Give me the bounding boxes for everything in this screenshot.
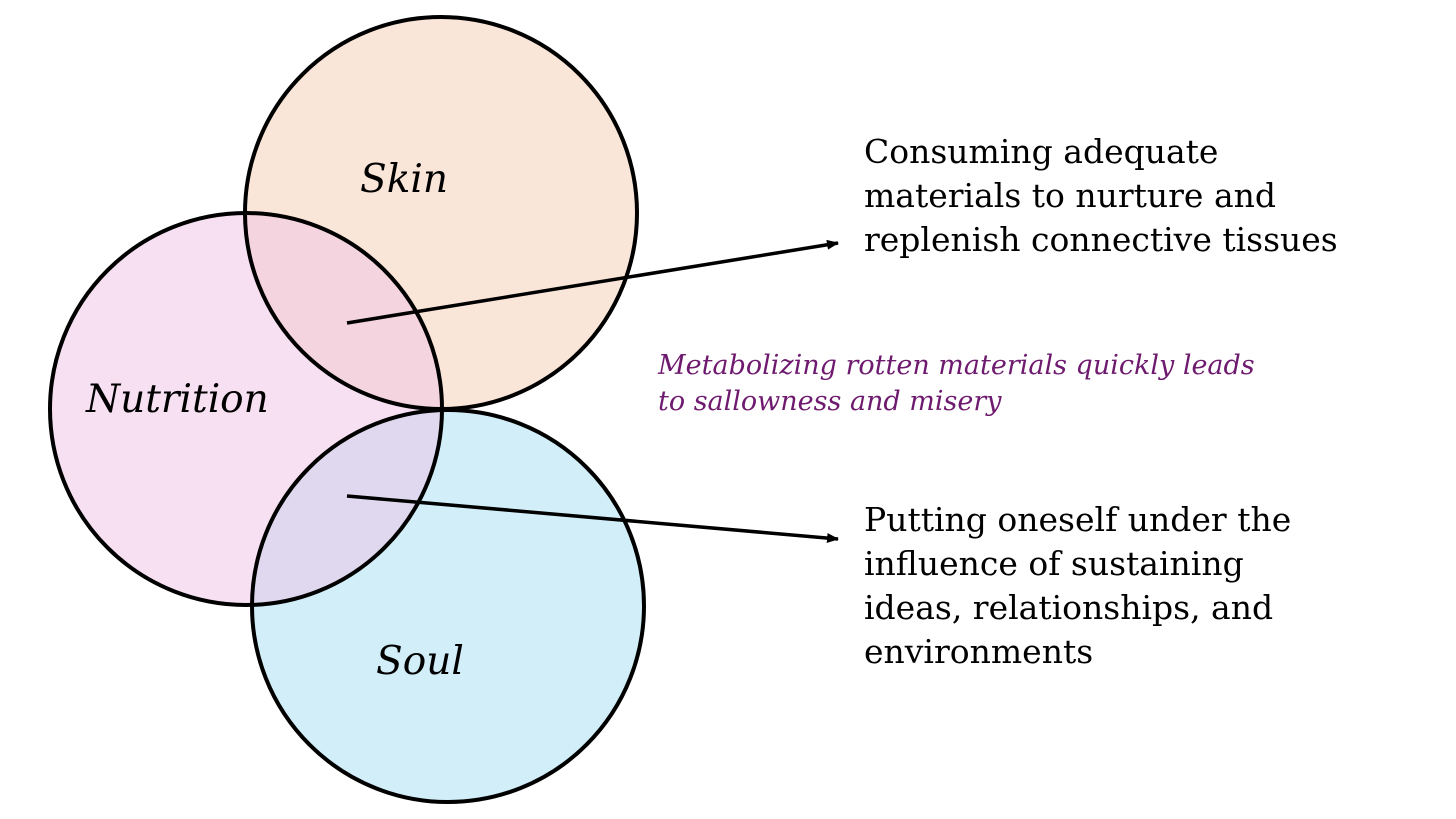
soul-label: Soul [376,639,464,684]
annotation-line: materials to nurture and [864,176,1277,215]
skin-label: Skin [360,157,448,202]
annotation-line: Metabolizing rotten materials quickly le… [658,350,1255,381]
annotation-line: Consuming adequate [864,132,1219,171]
center-annotation: Metabolizing rotten materials quickly le… [658,348,1255,420]
nutrition-soul-annotation: Putting oneself under the influence of s… [864,498,1291,674]
nutrition-circle [50,213,442,605]
nutrition-label: Nutrition [85,377,269,422]
skin-nutrition-arrow [346,239,839,325]
annotation-line: replenish connective tissues [864,220,1338,259]
annotation-line: Putting oneself under the [864,500,1292,539]
nutrition-circle-outline [48,211,444,607]
skin-nutrition-annotation: Consuming adequate materials to nurture … [864,130,1338,262]
annotation-line: influence of sustaining [864,544,1244,583]
annotation-line: ideas, relationships, and [864,588,1274,627]
nutrition-soul-arrow [346,494,839,544]
annotation-line: environments [864,632,1094,671]
annotation-line: to sallowness and misery [658,386,1002,417]
